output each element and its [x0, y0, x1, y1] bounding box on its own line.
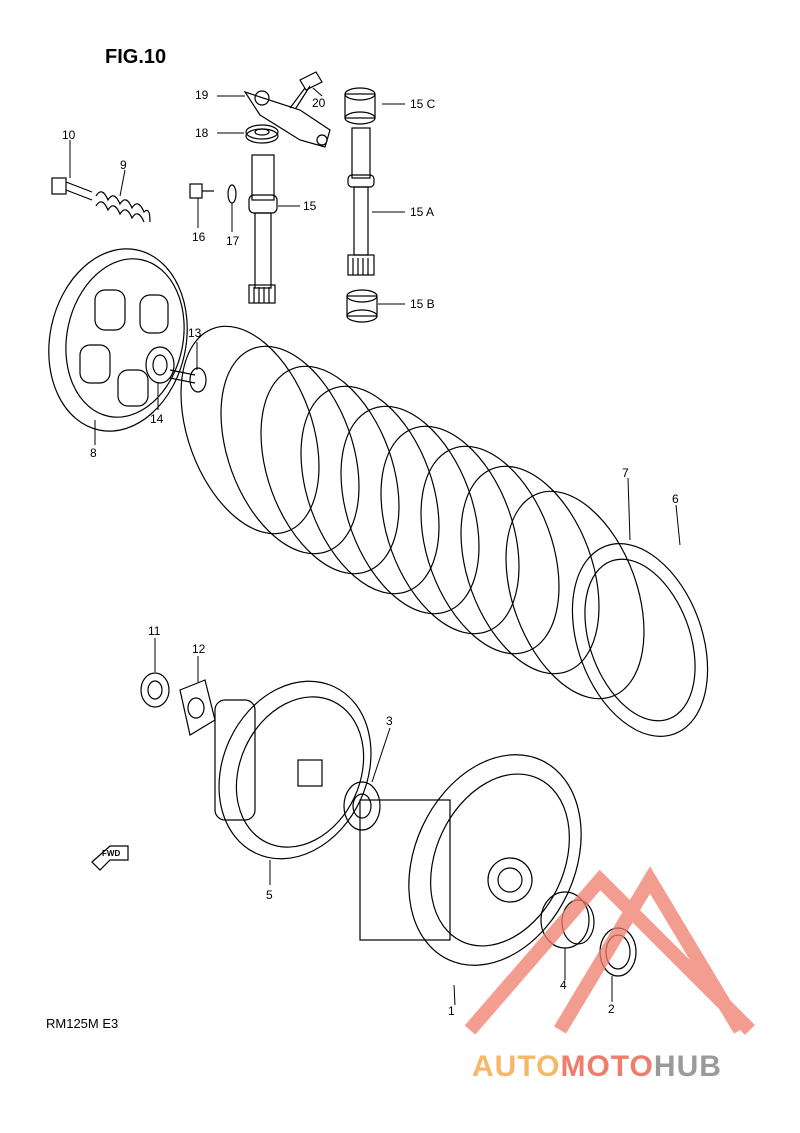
callout-3: 3	[386, 714, 393, 728]
bolt-20	[289, 71, 323, 109]
callout-11: 11	[148, 624, 161, 638]
callout-2: 2	[608, 1002, 615, 1016]
sleeve-hub-5	[214, 680, 372, 860]
callout-15b: 15 B	[410, 297, 435, 311]
callout-14: 14	[150, 412, 164, 426]
release-shaft-15a	[347, 127, 375, 276]
release-arm	[243, 90, 331, 148]
callout-15: 15	[303, 199, 317, 213]
washer-17	[227, 184, 237, 204]
callout-7: 7	[622, 466, 629, 480]
fwd-arrow	[91, 845, 129, 871]
callout-9: 9	[120, 158, 127, 172]
figure-title: FIG.10	[105, 46, 167, 68]
watermark-part-hub: HUB	[653, 1050, 722, 1083]
callout-10: 10	[62, 128, 76, 142]
callout-19: 19	[195, 88, 209, 102]
fwd-label: FWD	[102, 849, 121, 858]
callout-5: 5	[266, 888, 273, 902]
bearing-15c	[344, 87, 376, 125]
callout-15c: 15 C	[410, 97, 436, 111]
callout-4: 4	[560, 978, 567, 992]
pressure-plate-8	[48, 248, 188, 432]
callout-12: 12	[192, 642, 206, 656]
callout-20: 20	[312, 96, 326, 110]
washer-12	[179, 679, 216, 736]
bearing-15b	[346, 289, 378, 323]
watermark-part-moto: MOTO	[560, 1050, 654, 1083]
release-shaft-15	[248, 154, 278, 304]
clutch-housing-1	[359, 754, 582, 966]
push-rod-13	[169, 367, 207, 393]
oil-seal-18	[245, 124, 279, 144]
watermark-logo	[464, 866, 755, 1035]
callout-6: 6	[672, 492, 679, 506]
callout-8: 8	[90, 446, 97, 460]
clutch-plate-stack	[180, 325, 709, 737]
bolt-10	[51, 177, 93, 201]
screw-16	[189, 183, 214, 199]
spring-9	[95, 191, 151, 223]
callout-18: 18	[195, 126, 209, 140]
washer-3	[343, 781, 381, 831]
leader-lines	[69, 87, 681, 1006]
callout-16: 16	[192, 230, 206, 244]
watermark-part-auto: AUTO	[472, 1050, 561, 1083]
bearing-14	[145, 346, 175, 384]
callout-1: 1	[448, 1004, 455, 1018]
callout-15a: 15 A	[410, 205, 435, 219]
watermark-brand: AUTOMOTOHUB	[472, 1050, 722, 1084]
callout-13: 13	[188, 326, 202, 340]
callout-17: 17	[226, 234, 240, 248]
nut-11	[140, 672, 170, 708]
model-label: RM125M E3	[46, 1016, 119, 1031]
